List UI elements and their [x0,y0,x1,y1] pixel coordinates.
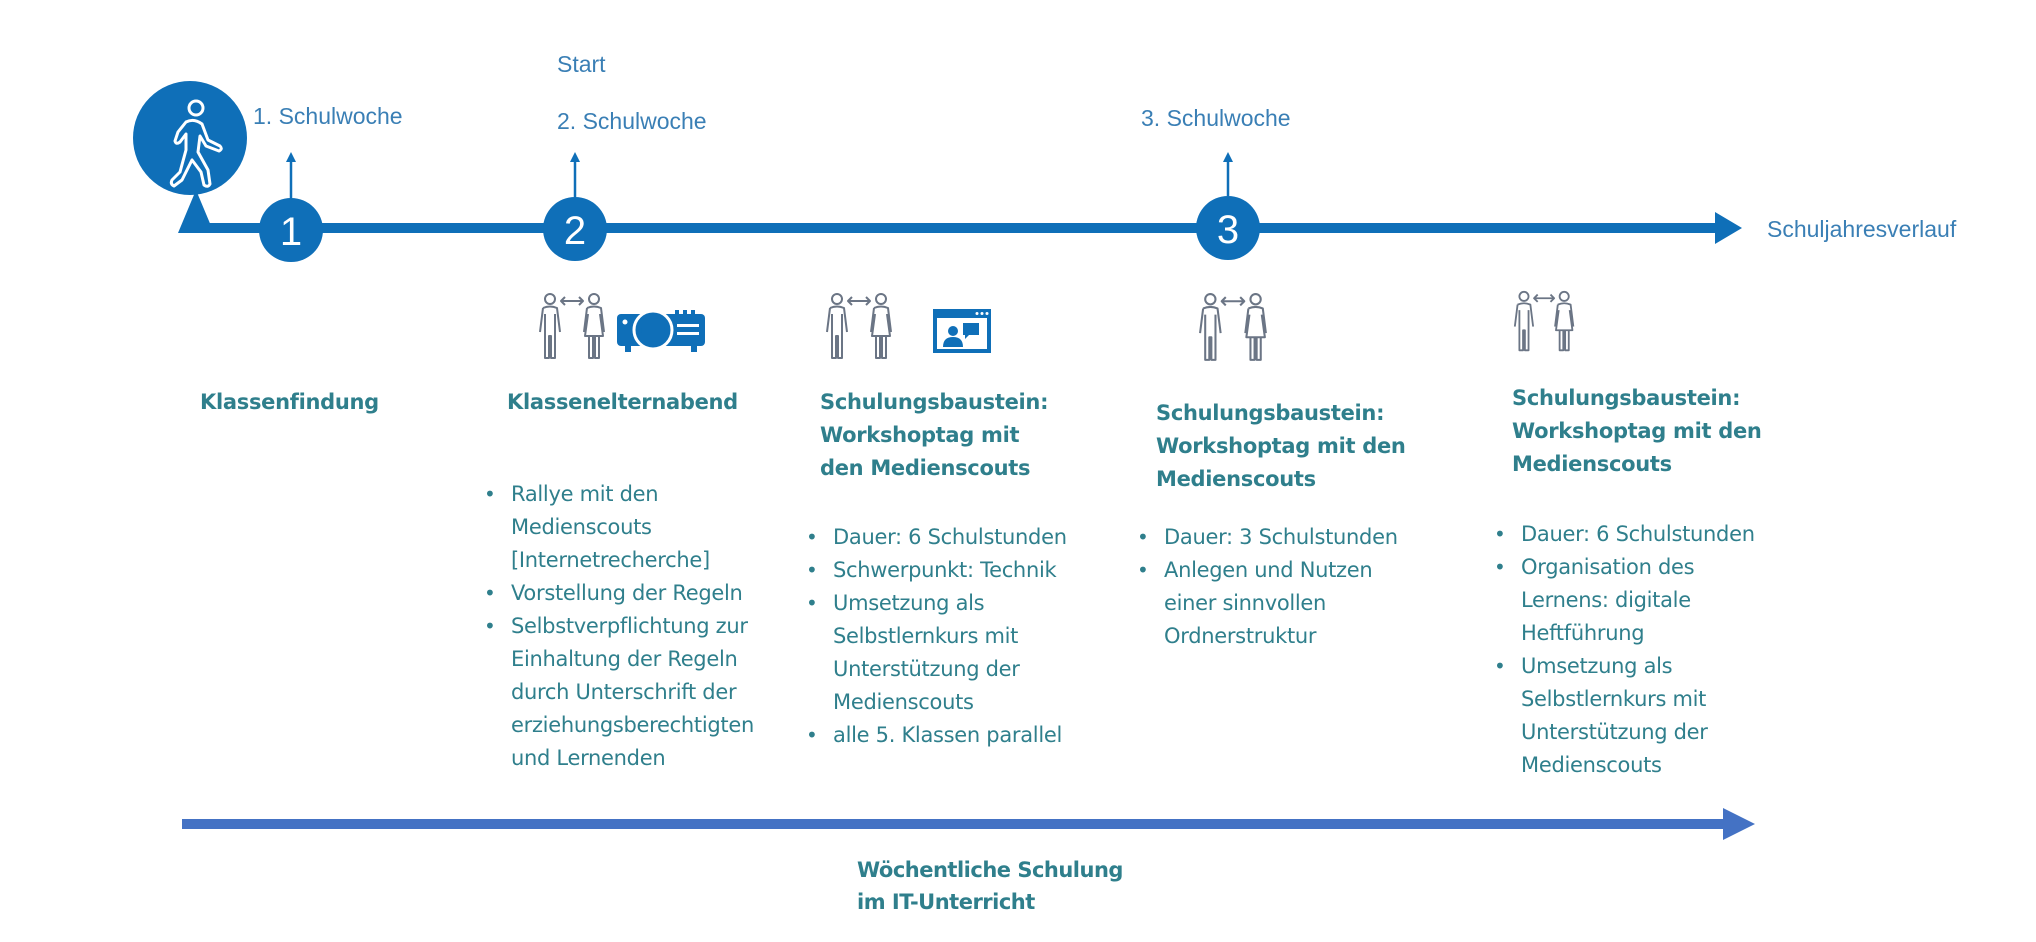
weekly-training-arrow-line [182,819,1727,829]
list-item: •Umsetzung als Selbstlernkurs mit Unters… [1494,654,1708,777]
start-marker-triangle [178,190,214,233]
milestone-2: 2 [543,152,607,261]
milestone-3-number: 3 [1217,208,1239,252]
column-1-heading: Klassenfindung [200,390,379,414]
milestone-1-label: 1. Schulwoche [253,103,403,129]
people-exchange-icon [1513,290,1575,352]
list-item: •Dauer: 3 Schulstunden [1137,525,1398,549]
timeline-axis-arrowhead [1715,212,1742,244]
people-exchange-icon [826,293,892,359]
list-item: •Rallye mit den Medienscouts [Internetre… [484,482,710,572]
column-4-bullets: •Dauer: 3 Schulstunden •Anlegen und Nutz… [1137,521,1398,653]
weekly-training-label: Wöchentliche Schulung im IT-Unterricht [857,858,1123,914]
list-item: •Schwerpunkt: Technik [806,558,1057,582]
walking-person-icon [133,81,247,195]
column-5-heading: Schulungsbaustein: Workshoptag mit den M… [1512,386,1762,476]
list-item: •Dauer: 6 Schulstunden [1494,522,1755,546]
people-exchange-icon [539,293,605,359]
milestone-1: 1 [259,152,323,262]
milestone-2-number: 2 [564,209,586,253]
milestone-1-number: 1 [280,210,302,254]
video-conference-icon [933,309,991,353]
milestone-3-label: 3. Schulwoche [1141,105,1291,131]
people-exchange-icon [1199,293,1267,361]
list-item: •Vorstellung der Regeln [484,581,743,605]
list-item: •alle 5. Klassen parallel [806,723,1063,747]
column-2-heading: Klassenelternabend [507,390,738,414]
column-3-heading: Schulungsbaustein: Workshoptag mit den M… [820,390,1049,480]
timeline-axis-line [190,223,1720,233]
column-5-bullets: •Dauer: 6 Schulstunden •Organisation des… [1494,518,1755,782]
milestone-3: 3 [1196,152,1260,260]
timeline-axis-label: Schuljahresverlauf [1767,216,1957,242]
list-item: •Umsetzung als Selbstlernkurs mit Unters… [806,591,1020,714]
column-3-bullets: •Dauer: 6 Schulstunden •Schwerpunkt: Tec… [806,521,1067,752]
column-4-heading: Schulungsbaustein: Workshoptag mit den M… [1156,401,1406,491]
milestone-2-label: 2. Schulwoche [557,108,707,134]
list-item: •Anlegen und Nutzen einer sinnvollen Ord… [1137,558,1373,648]
weekly-training-arrowhead [1723,808,1755,840]
list-item: •Organisation des Lernens: digitale Heft… [1494,555,1695,645]
list-item: •Selbstverpflichtung zur Einhaltung der … [484,614,754,770]
projector-icon [617,309,705,352]
list-item: •Dauer: 6 Schulstunden [806,525,1067,549]
milestone-2-start-label: Start [557,51,606,77]
column-2-bullets: •Rallye mit den Medienscouts [Internetre… [484,478,754,775]
